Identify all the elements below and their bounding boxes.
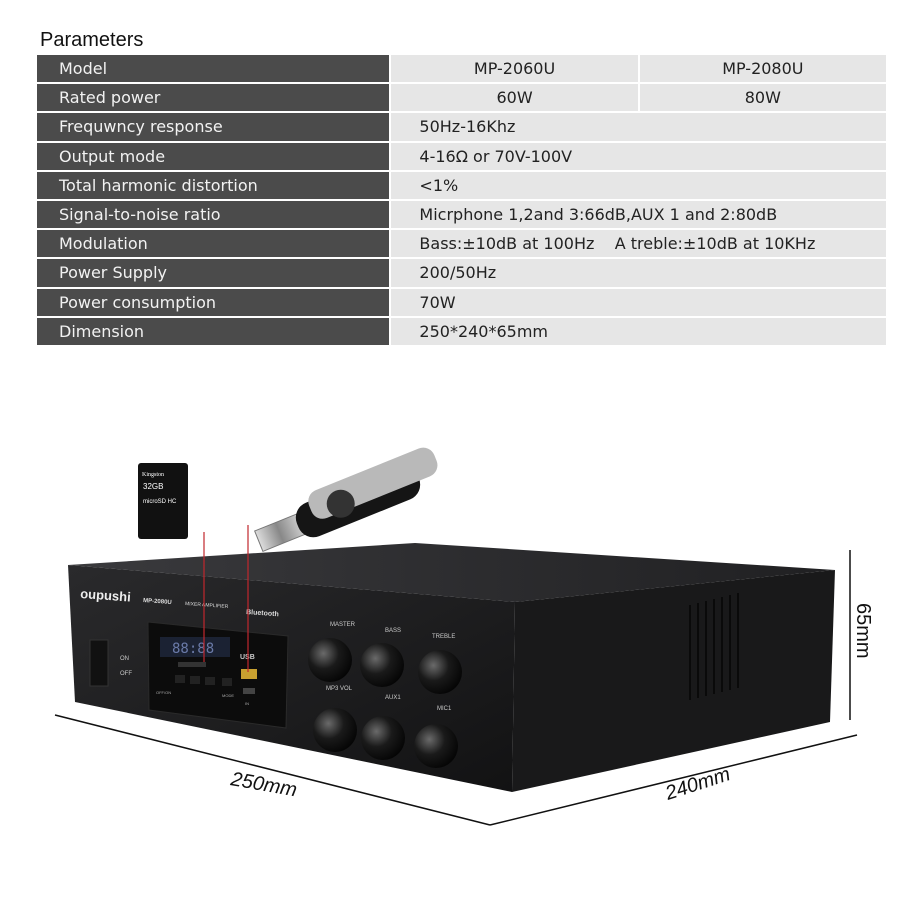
depth-dimension: 240mm bbox=[662, 763, 733, 805]
row-label: Modulation bbox=[37, 229, 392, 260]
knob-label: BASS bbox=[385, 628, 401, 634]
value-cell: 200/50Hz bbox=[390, 258, 886, 289]
led-display bbox=[160, 637, 230, 657]
value-cell: 250*240*65mm bbox=[390, 316, 886, 347]
usb-label: USB bbox=[240, 654, 255, 661]
value-cell: 50Hz-16Khz bbox=[390, 112, 886, 143]
display-text: 88:88 bbox=[172, 641, 214, 657]
treble-knob[interactable] bbox=[418, 650, 462, 694]
row-label: Total harmonic distortion bbox=[37, 170, 392, 201]
microsd-card: Kingston 32GB microSD HC bbox=[138, 463, 188, 539]
knob-label: AUX1 bbox=[385, 695, 401, 701]
model-label: MP-2080U bbox=[143, 598, 172, 606]
value-cell: 80W bbox=[638, 83, 886, 114]
line-in-port bbox=[243, 688, 255, 694]
amplifier-top bbox=[68, 543, 835, 602]
model-cell: MP-2080U bbox=[638, 55, 886, 85]
parameters-table: Model MP-2060U MP-2080U Rated power 60W … bbox=[37, 55, 886, 347]
sd-brand: Kingston bbox=[142, 472, 164, 478]
value-cell: 70W bbox=[390, 287, 886, 318]
sd-capacity: 32GB bbox=[143, 482, 163, 491]
mp3-vol-knob[interactable] bbox=[313, 708, 357, 752]
value-cell: Bass:±10dB at 100Hz A treble:±10dB at 10… bbox=[390, 229, 886, 260]
value-cell: 4-16Ω or 70V-100V bbox=[390, 141, 886, 172]
knob-label: MP3 VOL bbox=[326, 686, 353, 692]
subtitle-label: MIXER AMPLIFIER bbox=[185, 601, 229, 610]
prev-button[interactable] bbox=[175, 675, 185, 683]
model-cell: MP-2060U bbox=[390, 55, 640, 85]
switch-off-label: OFF bbox=[120, 671, 132, 677]
row-label: Rated power bbox=[37, 83, 392, 114]
mode-button-label: MODE bbox=[222, 693, 234, 698]
row-label: Power consumption bbox=[37, 287, 392, 318]
power-switch[interactable] bbox=[89, 639, 109, 687]
mic1-knob[interactable] bbox=[414, 724, 458, 768]
next-button[interactable] bbox=[205, 677, 215, 685]
sd-type: microSD HC bbox=[143, 499, 177, 505]
dimension-lines bbox=[54, 550, 858, 826]
knobs: MASTER BASS TREBLE MP3 VOL AUX1 MIC1 bbox=[326, 622, 455, 712]
width-dimension: 250mm bbox=[228, 768, 298, 801]
usb-port bbox=[241, 669, 257, 679]
value-cell: 60W bbox=[390, 83, 640, 114]
sd-slot bbox=[178, 662, 206, 667]
row-label: Signal-to-noise ratio bbox=[37, 199, 392, 231]
value-cell: Micrphone 1,2and 3:66dB,AUX 1 and 2:80dB bbox=[390, 199, 886, 231]
amplifier: oupushi MP-2080U MIXER AMPLIFIER Bluetoo… bbox=[68, 543, 835, 792]
row-label: Dimension bbox=[37, 316, 392, 347]
knob-label: MIC1 bbox=[437, 706, 452, 712]
row-label: Output mode bbox=[37, 141, 392, 172]
table-row: Model MP-2060U MP-2080U bbox=[37, 55, 886, 85]
onoff-button-label: OFF/ON bbox=[156, 690, 171, 695]
aux1-knob[interactable] bbox=[361, 716, 405, 760]
value-cell: <1% bbox=[390, 170, 886, 201]
table-row: Total harmonic distortion<1% bbox=[37, 170, 886, 201]
knob-label: MASTER bbox=[330, 622, 356, 628]
row-label: Frequwncy response bbox=[37, 112, 392, 143]
vent-grille bbox=[689, 593, 739, 700]
in-label: IN bbox=[245, 701, 249, 706]
mode-button[interactable] bbox=[222, 678, 232, 686]
master-knob[interactable] bbox=[308, 638, 352, 682]
bluetooth-label: Bluetooth bbox=[246, 609, 279, 618]
usb-flash-drive bbox=[254, 447, 438, 553]
row-label: Model bbox=[37, 55, 392, 85]
switch-on-label: ON bbox=[120, 656, 129, 662]
row-label: Power Supply bbox=[37, 258, 392, 289]
table-row: Rated power 60W 80W bbox=[37, 83, 886, 114]
brand-logo: oupushi bbox=[80, 586, 131, 604]
height-dimension: 65mm bbox=[852, 603, 874, 659]
page-title: Parameters bbox=[40, 29, 144, 51]
bass-knob[interactable] bbox=[360, 643, 404, 687]
amplifier-side bbox=[512, 570, 835, 792]
knob-label: TREBLE bbox=[432, 634, 455, 640]
media-module: 88:88 OFF/ON MODE USB IN bbox=[147, 621, 289, 729]
play-button[interactable] bbox=[190, 676, 200, 684]
